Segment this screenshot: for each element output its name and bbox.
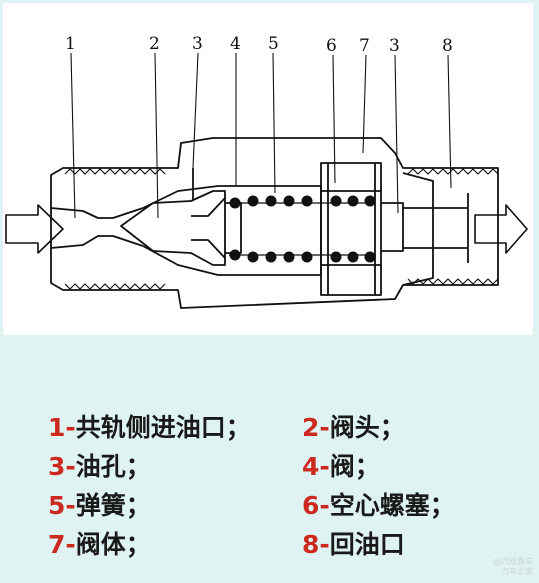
- outlet-thread-bottom: [407, 278, 499, 285]
- plug-passage: [381, 193, 469, 263]
- outlet-thread-top: [407, 168, 499, 175]
- legend-item-6: 6-空心螺塞；: [302, 491, 455, 520]
- inlet-channel: [50, 207, 144, 249]
- inlet-thread-bottom: [64, 283, 166, 290]
- watermark: @汽修鹿车 汽车之家: [493, 557, 533, 576]
- legend-item-8: 8-回油口: [302, 530, 405, 559]
- legend-item-4: 4-阀；: [302, 452, 380, 481]
- callout-1: 1: [65, 34, 76, 54]
- inlet-thread-top: [64, 168, 166, 175]
- legend-item-1: 1-共轨侧进油口；: [48, 413, 251, 442]
- spring-coils: [229, 195, 376, 263]
- callout-numbers: 1 2 3 4 5 6 7 3 8: [65, 34, 453, 56]
- pressure-limiting-valve-drawing: 1 2 3 4 5 6 7 3 8: [5, 34, 528, 309]
- callout-3: 3: [192, 34, 203, 54]
- legend-item-7: 7-阀体；: [48, 530, 151, 559]
- valve-body-outline: [50, 137, 499, 309]
- legend-item-3: 3-油孔；: [48, 452, 151, 481]
- legend-item-2: 2-阀头；: [302, 413, 405, 442]
- callout-2: 2: [149, 34, 160, 54]
- callout-8: 8: [442, 36, 453, 56]
- callout-6: 6: [326, 36, 337, 56]
- valve-head: [120, 190, 226, 266]
- hollow-plug: [320, 162, 382, 296]
- outlet-arrow: [474, 204, 528, 254]
- callout-4: 4: [230, 34, 241, 54]
- callout-3b: 3: [389, 36, 400, 56]
- inlet-arrow: [5, 204, 64, 254]
- callout-7: 7: [359, 36, 370, 56]
- outlet-bore: [402, 172, 434, 286]
- valve-diagram: 1 2 3 4 5 6 7 3 8: [3, 3, 533, 335]
- callout-5: 5: [268, 34, 279, 54]
- leader-lines: [70, 52, 452, 219]
- legend-item-5: 5-弹簧；: [48, 491, 151, 520]
- spring-lines: [229, 202, 375, 256]
